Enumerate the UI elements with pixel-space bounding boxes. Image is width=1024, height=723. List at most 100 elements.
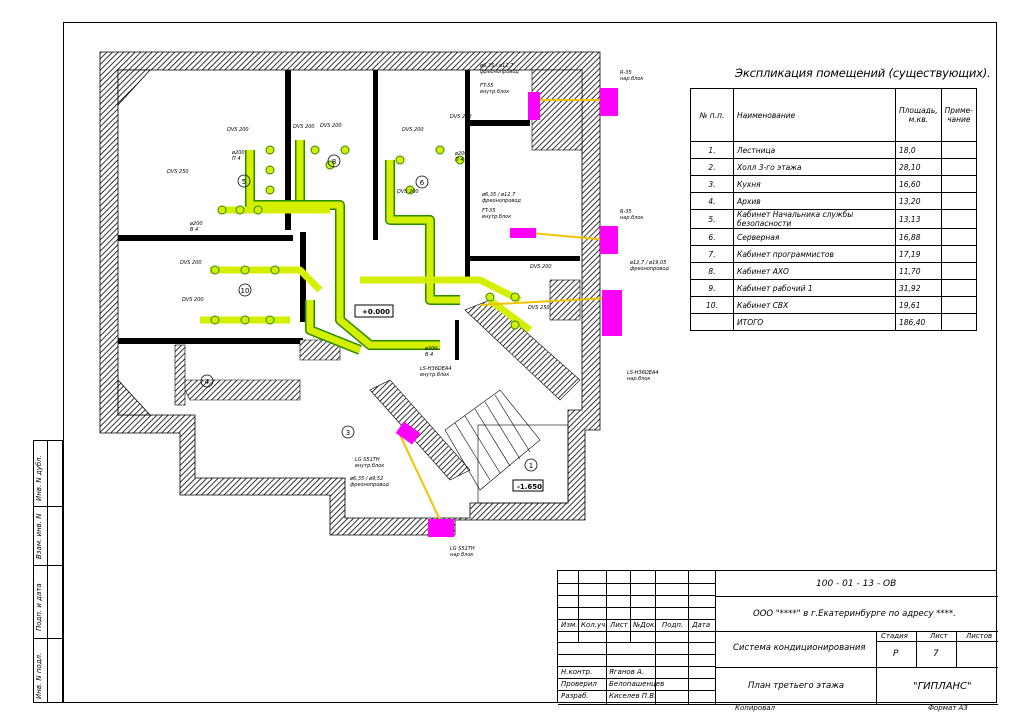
nar-label-3: нар.блок (627, 376, 650, 382)
proveril-label: Проверил (561, 680, 597, 688)
doc-code: 100 - 01 - 13 - ОВ (816, 579, 897, 589)
stage-value: Р (893, 649, 899, 659)
freon-name-4: фреонопровод (350, 482, 389, 488)
room-number-1: 1 (529, 462, 533, 470)
level-box-stair (512, 479, 544, 492)
freon-label-3: ø12,7 / ø19,05 (629, 260, 666, 266)
blk-label-2: внутр.блок (482, 214, 511, 220)
dvs-label-7: DVS 200 (397, 189, 419, 195)
d200-label-2: ø200 (189, 221, 203, 227)
lg-label-2: LG S51TH (450, 546, 475, 552)
room-number-5: 5 (242, 178, 246, 186)
room-number-8: 8 (332, 158, 336, 166)
col-kol: Кол.уч. (581, 621, 608, 629)
v4-label-1: В 4 (190, 227, 198, 233)
header-num: № п.п. (690, 88, 734, 142)
blk-label-1: внутр.блок (480, 89, 509, 95)
drawing-frame (63, 22, 997, 703)
room-number-4: 4 (205, 378, 210, 386)
side-podp: Подп. и дата (35, 583, 43, 631)
dvs-label-9: DVS 200 (182, 297, 204, 303)
proveril-name: Белопашенцев (609, 680, 665, 688)
dvs-label-8: DVS 200 (180, 260, 202, 266)
sheet-value: 7 (933, 649, 939, 659)
level-main: +0.000 (362, 308, 390, 316)
dvs-label-3: DVS 200 (320, 123, 342, 129)
system-name: Система кондиционирования (733, 643, 866, 653)
explication-title: Экспликация помещений (существующих). (735, 66, 991, 80)
dvs-label-1: DVS 200 (227, 127, 249, 133)
col-doc: №Док. (633, 621, 657, 629)
freon-name-2: фреонопровод (482, 198, 521, 204)
r35-label-2: R-35 (620, 209, 632, 215)
staircase (444, 389, 569, 504)
header-name: Наименование (733, 88, 896, 142)
side-stamp: Инв. N дубл. Взам. инв. N Подп. и дата И… (33, 440, 63, 703)
sheets-label: Листов (966, 632, 993, 640)
freon-name-3: фреонопровод (630, 266, 669, 272)
p4-label-1: П 4 (232, 156, 241, 162)
format-label: Формат А3 (928, 704, 968, 712)
level-box-main (354, 304, 394, 318)
stage-label: Стадия (881, 632, 908, 640)
sheet-label: Лист (930, 632, 948, 640)
dvs-label-4: DVS 200 (402, 127, 424, 133)
r35-label-1: R-35 (620, 70, 632, 76)
nar-label-2: нар.блок (620, 215, 643, 221)
hatched-walls (174, 69, 583, 481)
room-number-3: 3 (346, 429, 350, 437)
d200-label-1: ø200 (231, 150, 245, 156)
freon-label-4: ø6,35 / ø9,52 (349, 476, 383, 482)
col-izm: Изм. (561, 621, 578, 629)
col-podp: Подп. (662, 621, 684, 629)
freon-label-2: ø6,35 / ø12,7 (481, 192, 516, 198)
ls-nar-label: LS-H36DEA4 (627, 370, 659, 376)
razrab-name: Киселев П.В. (609, 692, 657, 700)
room-number-6: 6 (420, 179, 425, 187)
razrab-label: Разраб. (561, 692, 589, 700)
company-name: "ГИПЛАНС" (913, 681, 972, 692)
p4-label-2: П 4 (455, 157, 464, 163)
col-data: Дата (692, 621, 711, 629)
nar-label-1: нар.блок (620, 76, 643, 82)
outer-walls (99, 51, 601, 536)
freon-label-1: ø6,35 / ø12,7 (479, 63, 514, 69)
ls-main-label2: внутр.блок (420, 372, 449, 378)
table-row: 5.Кабинет Начальника службы безопасности… (690, 209, 977, 229)
lg-label-1: LG S51TH (355, 457, 380, 463)
dvs-label-2: DVS 200 (293, 124, 315, 130)
ls-main-label: LS-H36DEA4 (420, 366, 452, 372)
explication-table: № п.п. Наименование Площадь, м.кв. Приме… (690, 88, 977, 331)
nkontr-label: Н.контр. (561, 668, 593, 676)
header-note: Приме-чание (940, 88, 977, 142)
sheet-title: План третьего этажа (748, 681, 845, 691)
blk-label-3: внутр.блок (355, 463, 384, 469)
dvs-label-10: DVS 200 (530, 264, 552, 270)
copy-label: Копировал (735, 704, 775, 712)
room-markers (200, 154, 538, 472)
side-inv-podl: Инв. N подл. (35, 652, 43, 699)
level-stair: -1.650 (517, 483, 542, 491)
nar-label-4: нар.блок (450, 552, 473, 558)
dvs-label-6: DVS 250 (167, 169, 189, 175)
title-block: Изм. Кол.уч. Лист №Док. Подп. Дата Н.кон… (557, 570, 998, 705)
col-list: Лист (610, 621, 628, 629)
ft35-label-2: FT-35 (482, 208, 495, 214)
dvs-label-5: DVS 200 (450, 114, 472, 120)
plan-annotations: DVS 200 DVS 200 DVS 200 DVS 200 DVS 200 … (167, 63, 669, 558)
side-vzam: Взам. инв. N (35, 513, 43, 559)
outdoor-units (395, 88, 622, 537)
dvs-label-11: DVS 250 (528, 305, 550, 311)
ducts (200, 140, 533, 355)
